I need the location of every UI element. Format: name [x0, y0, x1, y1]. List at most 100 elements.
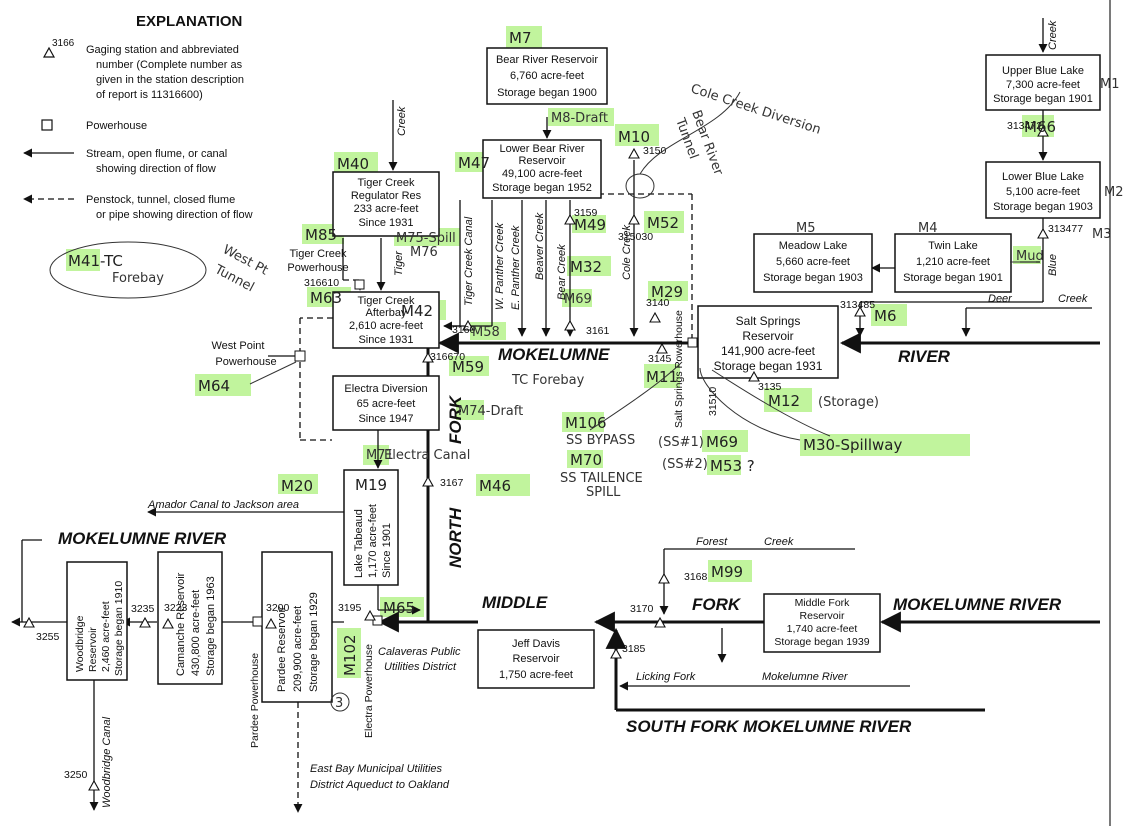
camanche-name: Camanche Reservoir — [175, 572, 187, 676]
station-313477: 313477 — [1048, 223, 1083, 235]
tributaries — [89, 18, 1092, 813]
gaging-stations — [23, 125, 1049, 791]
trib-ebmud-2: District Aqueduct to Oakland — [310, 779, 450, 791]
tiger-creek-ph-label2: Powerhouse — [287, 262, 348, 274]
trib-ebmud-1: East Bay Municipal Utilities — [310, 763, 443, 775]
bear-river-name: Bear River Reservoir — [496, 54, 598, 66]
upper-blue-lake: Upper Blue Lake 7,300 acre-feet Storage … — [985, 54, 1101, 111]
trib-cole: Cole Creek — [621, 224, 633, 280]
station-3200: 3200 — [266, 602, 290, 614]
trib-creek-deer: Creek — [1058, 293, 1088, 305]
note-m69-small: M69 — [564, 292, 592, 307]
note-m76: M76 — [410, 245, 438, 260]
river-river: RIVER — [898, 347, 951, 366]
trib-tiger-creek-canal: Tiger Creek Canal — [463, 216, 475, 306]
electra-div-year: Since 1947 — [358, 413, 413, 425]
gage-3185-icon — [610, 647, 622, 659]
lbl-year: Storage began 1903 — [993, 201, 1093, 213]
note-m102: M102 — [341, 634, 359, 676]
woodbridge-name: Woodbridge — [74, 615, 86, 672]
note-m49: M49 — [574, 216, 606, 234]
salt-springs-name2: Reservoir — [742, 329, 793, 343]
note-m10: M10 — [618, 128, 650, 146]
river-mokelumne-west: MOKELUMNE RIVER — [58, 529, 227, 548]
tributary-names: Creek Tiger Tiger Creek Canal W. Panther… — [101, 20, 1088, 808]
gage-3170-icon — [654, 616, 666, 628]
trib-woodbridge-canal: Woodbridge Canal — [101, 716, 113, 808]
station-31510: 31510 — [707, 387, 719, 416]
gage-313477-icon — [1037, 227, 1049, 239]
note-m6: M6 — [874, 307, 897, 325]
gage-3159-icon — [564, 213, 576, 225]
legend-stream-line2: showing direction of flow — [96, 163, 216, 175]
note-m20: M20 — [281, 477, 313, 495]
gage-3140-icon — [649, 311, 661, 323]
station-3145: 3145 — [648, 353, 672, 365]
meadow-lake: Meadow Lake 5,660 acre-feet Storage bega… — [753, 233, 873, 293]
station-316670: 316670 — [430, 351, 465, 363]
trib-forest: Forest — [696, 536, 728, 548]
river-north: NORTH — [446, 507, 465, 568]
station-3135: 3135 — [758, 381, 782, 393]
note-m8: M8-Draft — [551, 111, 608, 126]
lower-bear-name: Lower Bear River — [500, 143, 585, 155]
legend-gage-line4: of report is 11316600) — [96, 89, 203, 101]
lower-bear-name2: Reservoir — [518, 155, 565, 167]
station-numbers: 3150 313472 313477 3159 315030 3140 3161… — [36, 120, 1083, 781]
gage-313472-icon — [1037, 125, 1049, 137]
twin-year: Storage began 1901 — [903, 272, 1003, 284]
station-316610: 316610 — [304, 277, 339, 289]
gage-3250-icon — [88, 779, 100, 791]
note-m65: M65 — [383, 599, 415, 617]
legend-title: EXPLANATION — [136, 13, 242, 30]
powerhouses: Tiger Creek Powerhouse West Point Powerh… — [212, 248, 698, 748]
lower-bear-year: Storage began 1952 — [492, 182, 592, 194]
note-ss2: (SS#2) — [662, 457, 708, 472]
legend: EXPLANATION 3166 Gaging station and abbr… — [23, 13, 253, 221]
gage-3168-icon — [658, 572, 670, 584]
gage-3161-icon — [564, 319, 576, 331]
river-mokelumne: MOKELUMNE — [498, 345, 610, 364]
jeff-davis-reservoir: Jeff Davis Reservoir 1,750 acre-feet — [477, 629, 595, 689]
note-m12: M12 — [768, 392, 800, 410]
station-3195: 3195 — [338, 602, 362, 614]
note-leader-lines — [249, 91, 1036, 441]
lbl-capacity: 5,100 acre-feet — [1006, 186, 1080, 198]
pardee-capacity: 209,900 acre-feet — [292, 606, 304, 692]
river-south-fork: SOUTH FORK MOKELUMNE RIVER — [626, 717, 912, 736]
trib-mokelumne-river-small: Mokelumne River — [762, 671, 849, 683]
jeff-davis-name: Jeff Davis — [512, 638, 561, 650]
note-m66: M66 — [1024, 118, 1056, 136]
gage-3200-icon — [265, 617, 277, 629]
gage-3160-icon — [462, 319, 474, 331]
note-m70: M70 — [570, 451, 602, 469]
note-ss-bypass: SS BYPASS — [566, 433, 635, 448]
note-m2: M2 — [1104, 185, 1124, 200]
station-315030: 315030 — [618, 231, 653, 243]
station-3223: 3223 — [164, 602, 188, 614]
station-3235: 3235 — [131, 603, 155, 615]
ubl-year: Storage began 1901 — [993, 93, 1093, 105]
camanche-capacity: 430,800 acre-feet — [190, 590, 202, 676]
jeff-davis-name2: Reservoir — [512, 653, 559, 665]
gage-3235-icon — [139, 616, 151, 628]
trib-forest-creek: Creek — [764, 536, 794, 548]
trib-e-panther: E. Panther Creek — [510, 225, 522, 310]
woodbridge-reservoir: Woodbridge Reservoir 2,460 acre-feet Sto… — [66, 561, 128, 681]
meadow-year: Storage began 1903 — [763, 272, 863, 284]
gage-3195-icon — [364, 609, 376, 621]
note-ss-tailence: SS TAILENCE — [560, 471, 643, 486]
electra-ph-label: Electra Powerhouse — [363, 644, 375, 738]
note-m7: M7 — [509, 29, 532, 47]
gage-3167-icon — [422, 475, 434, 487]
trib-calaveras-2: Utilities District — [384, 661, 457, 673]
river-fork: FORK — [446, 394, 465, 444]
tcr-year: Since 1931 — [358, 217, 413, 229]
gage-313485-icon — [854, 305, 866, 317]
note-mud: Mud — [1016, 249, 1044, 264]
station-3159: 3159 — [574, 207, 598, 219]
note-forebay: Forebay — [112, 271, 164, 286]
trib-tiger: Tiger — [393, 250, 405, 276]
lower-blue-lake: Lower Blue Lake 5,100 acre-feet Storage … — [985, 161, 1101, 219]
twin-name: Twin Lake — [928, 240, 978, 252]
